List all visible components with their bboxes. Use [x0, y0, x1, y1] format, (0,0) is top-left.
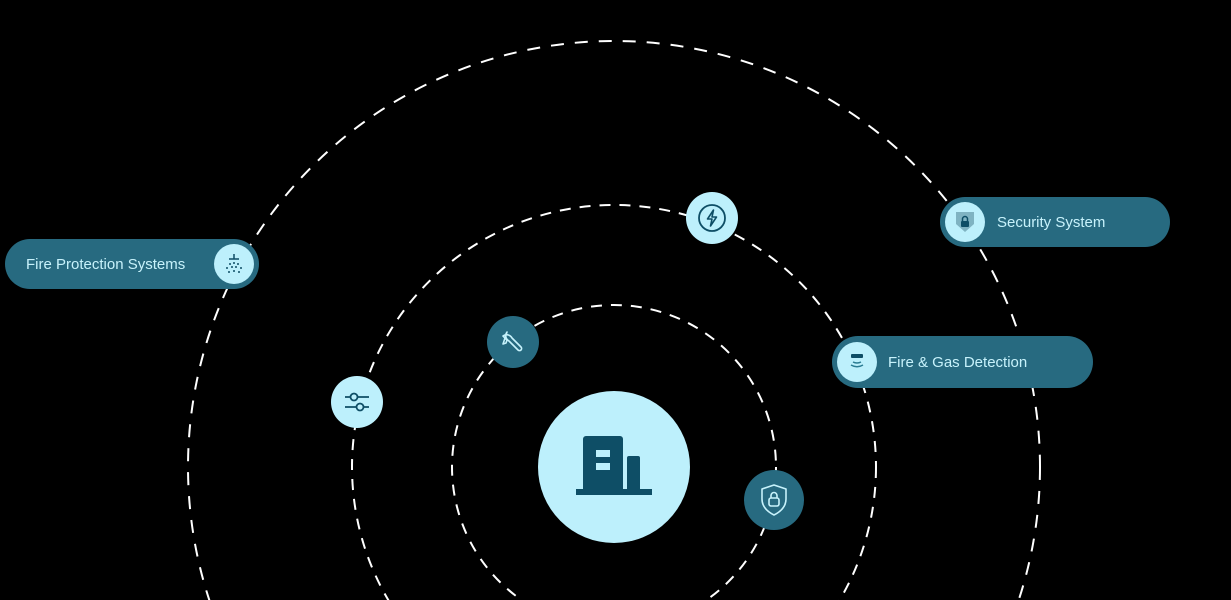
fire-protection-label: Fire Protection Systems: [26, 255, 186, 273]
building-icon: [576, 436, 652, 495]
fire-gas-detection-label: Fire & Gas Detection: [888, 353, 1028, 371]
fire-gas-detection-pill[interactable]: Fire & Gas Detection: [832, 336, 1093, 388]
sliders-icon: [345, 392, 369, 412]
middle-ring: [351, 204, 877, 600]
inner-ring: [451, 304, 777, 600]
outer-ring: [187, 40, 1041, 600]
detector-badge: [837, 342, 877, 382]
sprinkler-icon: [226, 254, 242, 273]
gas-detector-icon: [850, 354, 864, 368]
shield-lock-badge-icon: [956, 212, 974, 232]
security-system-label: Security System: [997, 213, 1106, 231]
security-badge: [945, 202, 985, 242]
wrench-icon: [502, 331, 523, 352]
shield-lock-icon: [761, 484, 787, 516]
controls-node[interactable]: [331, 376, 383, 428]
maintenance-node[interactable]: [487, 316, 539, 368]
security-system-pill[interactable]: Security System: [940, 197, 1170, 247]
power-node[interactable]: [686, 192, 738, 244]
fire-protection-systems-pill[interactable]: Fire Protection Systems: [5, 239, 259, 289]
access-control-node[interactable]: [744, 470, 804, 530]
center-building-node: [538, 391, 690, 543]
sprinkler-badge: [214, 244, 254, 284]
lightning-icon: [698, 204, 726, 232]
